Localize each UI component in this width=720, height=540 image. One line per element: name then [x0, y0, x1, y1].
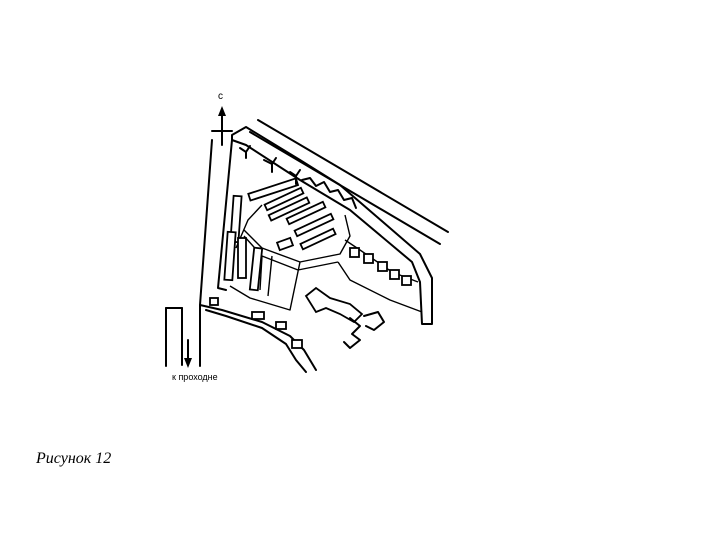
main-complex: [304, 286, 385, 349]
north-label: с: [218, 91, 223, 102]
north-arrow: с: [211, 91, 233, 146]
entrance-arrow: к проходне: [172, 339, 218, 382]
west-buildings: [223, 194, 264, 292]
figure-caption: Рисунок 12: [36, 450, 112, 467]
small-buildings: [209, 297, 303, 349]
north-structures: [239, 145, 357, 209]
garage-rows: [247, 177, 337, 252]
outer-road: [249, 119, 449, 245]
direction-label: к проходне: [172, 372, 218, 382]
site-perimeter: [199, 126, 433, 373]
west-road: [165, 139, 213, 367]
east-buildings: [349, 247, 412, 286]
